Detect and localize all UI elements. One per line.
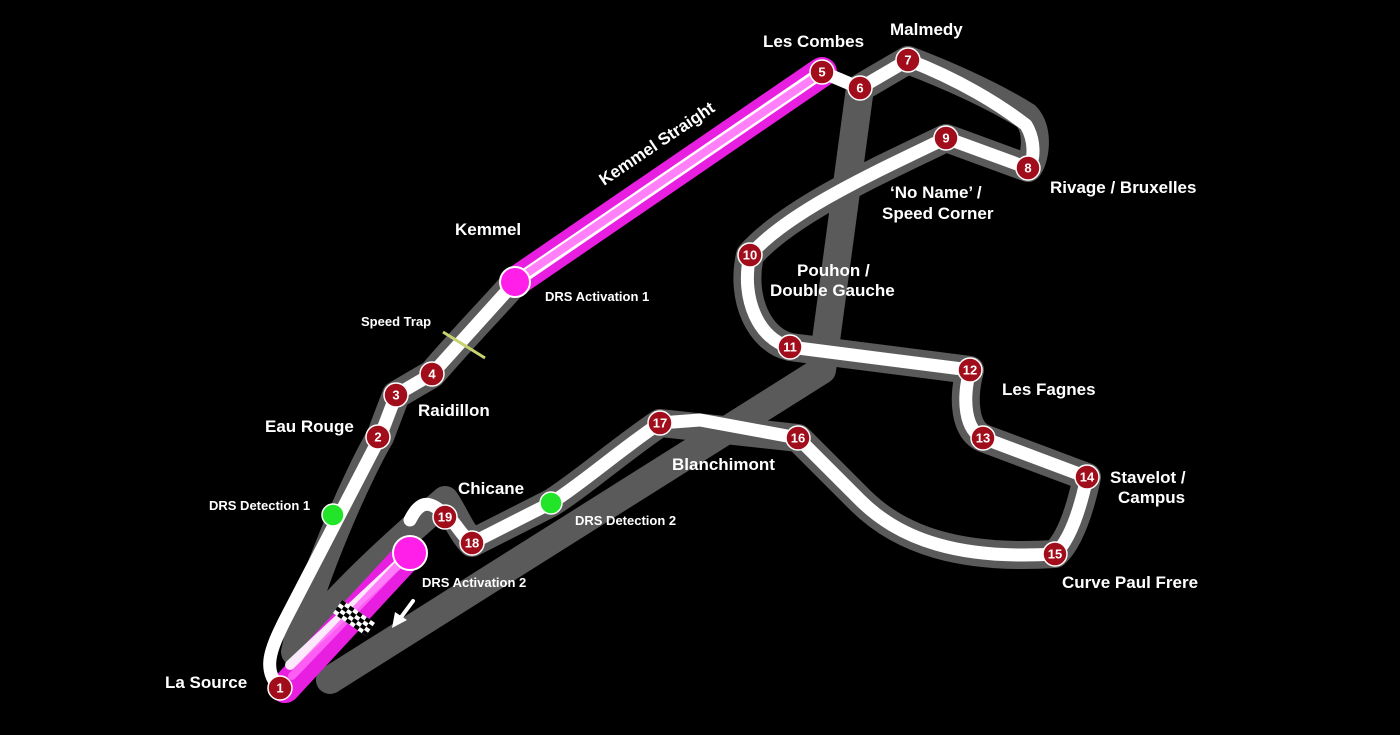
corner-label-no-name-line2: Speed Corner xyxy=(882,204,994,223)
turn-marker-9: 9 xyxy=(933,125,959,151)
corner-label-eau-rouge: Eau Rouge xyxy=(265,417,354,436)
corner-label-stavelot-line2: Campus xyxy=(1118,488,1185,507)
turn-marker-19: 19 xyxy=(432,504,458,530)
turn-marker-12: 12 xyxy=(957,357,983,383)
turn-marker-circle xyxy=(777,334,803,360)
drs-detection-2-label: DRS Detection 2 xyxy=(575,513,676,528)
arrow-down-left-icon xyxy=(392,599,415,628)
turn-marker-14: 14 xyxy=(1074,464,1100,490)
turn-marker-circle xyxy=(895,47,921,73)
turn-number: 14 xyxy=(1080,470,1095,485)
corner-label-rivage-bruxelles: Rivage / Bruxelles xyxy=(1050,178,1196,197)
drs-detection-1-label: DRS Detection 1 xyxy=(209,498,310,513)
corner-label-kemmel: Kemmel xyxy=(455,220,521,239)
turn-marker-1: 1 xyxy=(267,675,293,701)
corner-label-pouhon-line1: Pouhon / xyxy=(797,261,870,280)
turn-number: 6 xyxy=(856,81,863,96)
corner-label-la-source: La Source xyxy=(165,673,247,692)
turn-marker-4: 4 xyxy=(419,361,445,387)
turn-marker-13: 13 xyxy=(970,425,996,451)
turn-marker-5: 5 xyxy=(809,59,835,85)
turn-marker-3: 3 xyxy=(383,382,409,408)
turn-marker-circle xyxy=(365,424,391,450)
turn-marker-10: 10 xyxy=(737,242,763,268)
corner-label-les-combes: Les Combes xyxy=(763,32,864,51)
turn-marker-circle xyxy=(1074,464,1100,490)
turn-marker-18: 18 xyxy=(459,530,485,556)
turn-marker-circle xyxy=(432,504,458,530)
drs-detection-2-marker xyxy=(539,491,563,515)
turn-marker-11: 11 xyxy=(777,334,803,360)
turn-number: 11 xyxy=(783,340,797,355)
turn-number: 5 xyxy=(818,65,825,80)
turn-number: 18 xyxy=(465,536,479,551)
turn-marker-circle xyxy=(647,410,673,436)
turn-marker-circle xyxy=(1015,155,1041,181)
turn-marker-circle xyxy=(809,59,835,85)
turn-marker-circle xyxy=(1042,541,1068,567)
turn-marker-circle xyxy=(970,425,996,451)
turn-marker-circle xyxy=(847,75,873,101)
turn-marker-circle xyxy=(957,357,983,383)
drs-zone-1-core xyxy=(516,71,822,282)
turn-marker-circle xyxy=(267,675,293,701)
corner-label-stavelot-line1: Stavelot / xyxy=(1110,468,1186,487)
corner-label-curve-paul-frere: Curve Paul Frere xyxy=(1062,573,1198,592)
corner-label-pouhon-line2: Double Gauche xyxy=(770,281,895,300)
turn-marker-17: 17 xyxy=(647,410,673,436)
corner-label-chicane: Chicane xyxy=(458,479,524,498)
turn-number: 16 xyxy=(791,431,805,446)
turn-number: 3 xyxy=(392,388,399,403)
turn-marker-circle xyxy=(737,242,763,268)
turn-number: 12 xyxy=(963,363,977,378)
speed-trap-line xyxy=(442,330,486,360)
turn-marker-2: 2 xyxy=(365,424,391,450)
turn-number: 10 xyxy=(743,248,757,263)
turn-number: 15 xyxy=(1048,547,1062,562)
turn-number: 1 xyxy=(276,681,283,696)
turn-number: 2 xyxy=(374,430,381,445)
turn-marker-16: 16 xyxy=(785,425,811,451)
turn-marker-circle xyxy=(383,382,409,408)
drs-detection-1-marker xyxy=(321,503,345,527)
drs-activation-2-marker xyxy=(392,535,428,571)
turn-number: 9 xyxy=(942,131,949,146)
corner-label-les-fagnes: Les Fagnes xyxy=(1002,380,1096,399)
corner-label-no-name-line1: ‘No Name’ / xyxy=(890,183,982,202)
turn-marker-circle xyxy=(419,361,445,387)
turn-marker-8: 8 xyxy=(1015,155,1041,181)
turn-number: 4 xyxy=(428,367,436,382)
turn-number: 17 xyxy=(653,416,667,431)
turn-number: 13 xyxy=(976,431,990,446)
turn-marker-6: 6 xyxy=(847,75,873,101)
drs-activation-1-label: DRS Activation 1 xyxy=(545,289,649,304)
corner-label-malmedy: Malmedy xyxy=(890,20,963,39)
drs-activation-2-label: DRS Activation 2 xyxy=(422,575,526,590)
turn-number: 8 xyxy=(1024,161,1031,176)
turn-marker-circle xyxy=(459,530,485,556)
turn-marker-circle xyxy=(785,425,811,451)
turn-number: 7 xyxy=(904,53,911,68)
corner-label-blanchimont: Blanchimont xyxy=(672,455,775,474)
turn-number: 19 xyxy=(438,510,452,525)
drs-activation-1-marker xyxy=(499,266,531,298)
speed-trap-label: Speed Trap xyxy=(361,314,431,329)
corner-label-raidillon: Raidillon xyxy=(418,401,490,420)
turn-marker-7: 7 xyxy=(895,47,921,73)
turn-marker-15: 15 xyxy=(1042,541,1068,567)
checkered-flag-icon xyxy=(333,599,375,637)
turn-marker-circle xyxy=(933,125,959,151)
